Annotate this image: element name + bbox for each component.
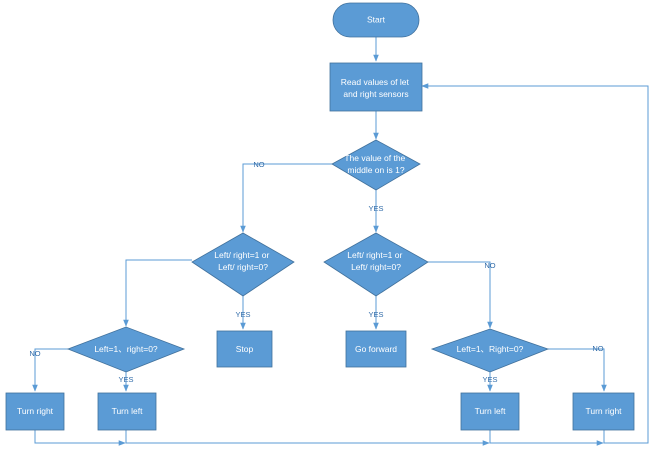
- node-turn-right-b: Turn right: [572, 392, 635, 431]
- middle-branch-check-text: Left/ right=1 or Left/ right=0?: [347, 250, 404, 272]
- label-middle-branch-no: NO: [484, 261, 495, 270]
- left-branch-check-line-2: Left/ right=0?: [218, 262, 268, 272]
- start-terminator: [332, 2, 420, 38]
- turn-right-b-text: Turn right: [585, 406, 622, 416]
- left-right-check-a-decision: [66, 326, 186, 373]
- node-left-branch-check: Left/ right=1 or Left/ right=0?: [191, 232, 295, 297]
- middle-branch-check-decision: [323, 232, 429, 297]
- turn-left-b-process: [460, 392, 520, 431]
- go-forward-text: Go forward: [355, 344, 397, 354]
- label-check-b-yes: YES: [482, 375, 497, 384]
- middle-check-line-2: middle on is 1?: [347, 165, 404, 175]
- node-middle-check: The value of the middle on is 1?: [331, 139, 421, 191]
- node-stop: Stop: [216, 330, 273, 368]
- middle-check-text: The value of the middle on is 1?: [344, 153, 407, 175]
- turn-left-a-line-1: Turn left: [112, 406, 144, 416]
- go-forward-line-1: Go forward: [355, 344, 397, 354]
- label-check-b-no: NO: [592, 344, 603, 353]
- edge-loop-back: [421, 83, 649, 444]
- left-right-check-b-text: Left=1、Right=0?: [457, 344, 524, 354]
- label-middle-yes: YES: [368, 204, 383, 213]
- label-middle-no: NO: [253, 160, 264, 169]
- left-right-check-b-line-1: Left=1、Right=0?: [457, 344, 524, 354]
- left-branch-check-text: Left/ right=1 or Left/ right=0?: [214, 250, 271, 272]
- node-middle-branch-check: Left/ right=1 or Left/ right=0?: [323, 232, 429, 297]
- turn-left-b-text: Turn left: [475, 406, 507, 416]
- node-go-forward: Go forward: [345, 330, 407, 368]
- node-start: Start: [332, 2, 420, 38]
- edge-labels: NO YES YES YES NO NO YES YES NO: [29, 160, 603, 384]
- stop-line-1: Stop: [236, 344, 254, 354]
- go-forward-process: [345, 330, 407, 368]
- node-turn-left-a: Turn left: [97, 392, 157, 431]
- node-left-right-check-a: Left=1、right=0?: [66, 326, 186, 373]
- middle-branch-check-line-1: Left/ right=1 or: [347, 250, 402, 260]
- edge-left-branch-left: [123, 259, 192, 327]
- edge-middle-no: [240, 163, 333, 233]
- label-check-a-yes: YES: [118, 375, 133, 384]
- turn-right-a-line-1: Turn right: [17, 406, 54, 416]
- label-middle-branch-yes: YES: [368, 310, 383, 319]
- connectors: [32, 37, 649, 446]
- stop-process: [216, 330, 273, 368]
- node-turn-right-a: Turn right: [5, 392, 65, 431]
- middle-check-line-1: The value of the: [344, 153, 405, 163]
- label-left-branch-yes: YES: [235, 310, 250, 319]
- turn-left-b-line-1: Turn left: [475, 406, 507, 416]
- node-turn-left-b: Turn left: [460, 392, 520, 431]
- left-branch-check-line-1: Left/ right=1 or: [214, 250, 269, 260]
- left-right-check-a-text: Left=1、right=0?: [94, 344, 158, 354]
- turn-right-b-process: [572, 392, 635, 431]
- turn-right-a-text: Turn right: [17, 406, 54, 416]
- edge-check-a-no: [32, 348, 68, 392]
- read-sensors-line-2: and right sensors: [343, 89, 408, 99]
- left-right-check-b-decision: [430, 328, 550, 373]
- turn-left-a-process: [97, 392, 157, 431]
- edge-turn-left-a-merge: [125, 430, 490, 446]
- read-sensors-process: [329, 62, 423, 112]
- nodes: Start Read values of let and right senso…: [5, 2, 635, 431]
- left-branch-check-decision: [191, 232, 295, 297]
- left-right-check-a-line-1: Left=1、right=0?: [94, 344, 158, 354]
- node-read-sensors: Read values of let and right sensors: [329, 62, 423, 112]
- middle-branch-check-line-2: Left/ right=0?: [351, 262, 401, 272]
- label-check-a-no: NO: [29, 349, 40, 358]
- edge-check-b-no: [548, 348, 607, 392]
- turn-left-a-text: Turn left: [112, 406, 144, 416]
- middle-check-decision: [331, 139, 421, 191]
- turn-right-a-process: [5, 392, 65, 431]
- start-line-1: Start: [367, 15, 386, 25]
- edge-middle-branch-no: [428, 261, 493, 329]
- edge-turn-left-b-merge: [489, 430, 604, 446]
- start-text: Start: [367, 15, 386, 25]
- read-sensors-text: Read values of let and right sensors: [341, 77, 411, 99]
- read-sensors-line-1: Read values of let: [341, 77, 410, 87]
- node-left-right-check-b: Left=1、Right=0?: [430, 328, 550, 373]
- edge-turn-right-a-merge: [34, 430, 126, 446]
- stop-text: Stop: [236, 344, 254, 354]
- turn-right-b-line-1: Turn right: [585, 406, 622, 416]
